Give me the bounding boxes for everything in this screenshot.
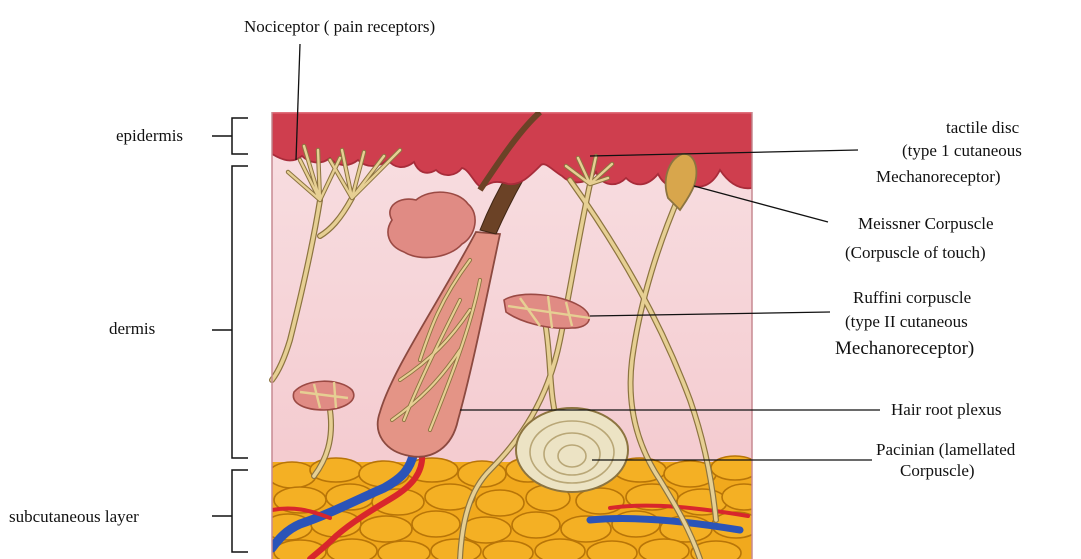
pacinian-label-line-1: Pacinian (lamellated — [876, 440, 1015, 460]
pacinian-label-line-2: Corpuscle) — [900, 461, 975, 481]
tactile-disc-label-line-2: (type 1 cutaneous — [902, 141, 1022, 161]
meissner-label-line-2: (Corpuscle of touch) — [845, 243, 986, 263]
dermis-bracket — [212, 166, 248, 458]
ruffini-label-line-1: Ruffini corpuscle — [853, 288, 971, 308]
hair-root-plexus-label: Hair root plexus — [891, 400, 1001, 420]
tactile-disc-label-line-1: tactile disc — [946, 118, 1019, 138]
tactile-disc-label-line-3: Mechanoreceptor) — [876, 167, 1001, 187]
ruffini-label-line-2: (type II cutaneous — [845, 312, 968, 332]
subcutaneous-bracket — [212, 470, 248, 552]
pacinian-corpuscle — [516, 408, 628, 492]
dermis-label: dermis — [109, 319, 155, 339]
subcutaneous-label: subcutaneous layer — [9, 507, 139, 527]
deep-receptor — [293, 381, 353, 410]
epidermis-label: epidermis — [116, 126, 183, 146]
layer-brackets — [212, 118, 248, 552]
nociceptor-label: Nociceptor ( pain receptors) — [244, 17, 435, 37]
ruffini-label-line-3: Mechanoreceptor) — [835, 339, 974, 359]
epidermis-bracket — [212, 118, 248, 154]
meissner-label-line-1: Meissner Corpuscle — [858, 214, 994, 234]
